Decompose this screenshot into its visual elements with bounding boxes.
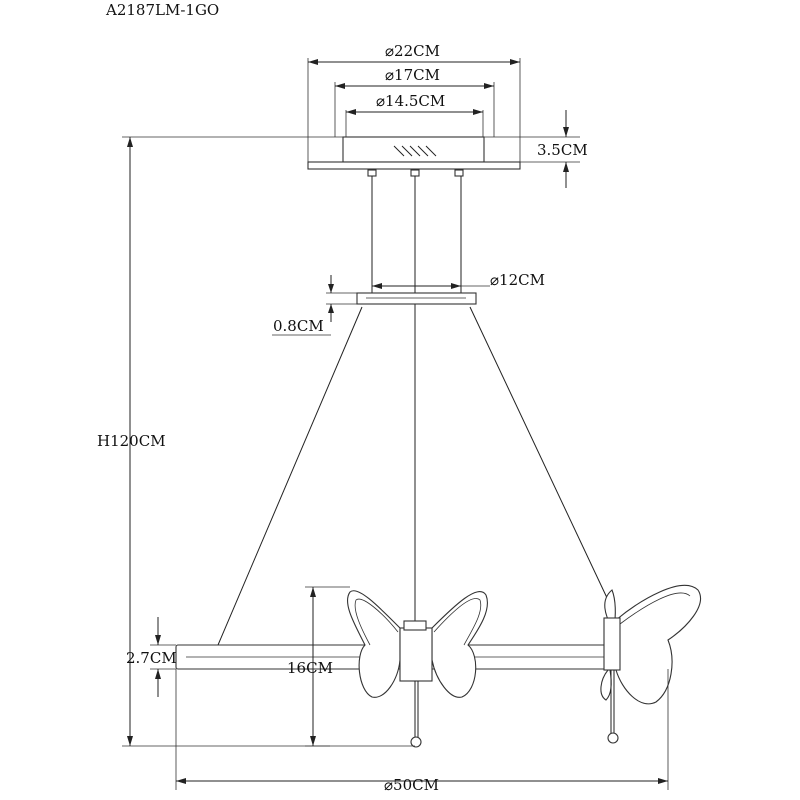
canopy-dimension-lines <box>307 58 521 162</box>
vent-slots <box>393 145 437 157</box>
hub-plate <box>356 292 477 305</box>
canopy-outer-diameter-label: ⌀22CM <box>385 42 440 60</box>
canopy-mid-diameter-label: ⌀17CM <box>385 66 440 84</box>
hub-thickness-label: 0.8CM <box>273 317 324 335</box>
total-height-label: H120CM <box>97 432 166 450</box>
canopy <box>307 136 521 177</box>
ring-thickness-dimension <box>150 617 176 697</box>
model-code-label: A2187LM-1GO <box>105 1 219 19</box>
suspension-cables <box>371 176 462 627</box>
center-butterfly <box>347 590 488 748</box>
hub-diameter-dimension <box>372 283 490 289</box>
angled-wires <box>217 306 609 646</box>
total-height-dimension <box>122 136 415 747</box>
hub-thickness-dimension <box>272 275 357 336</box>
ring-diameter-label: ⌀50CM <box>384 776 439 794</box>
ring-diameter-dimension <box>175 669 669 790</box>
canopy-height-dimension <box>484 110 580 188</box>
right-butterfly <box>600 584 701 744</box>
ring-thickness-label: 2.7CM <box>126 649 177 667</box>
butterfly-height-dimension <box>305 586 350 747</box>
butterfly-height-label: 16CM <box>287 659 333 677</box>
canopy-screws <box>367 169 464 177</box>
canopy-inner-diameter-label: ⌀14.5CM <box>376 92 445 110</box>
hub-diameter-label: ⌀12CM <box>490 271 545 289</box>
canopy-height-label: 3.5CM <box>537 141 588 159</box>
